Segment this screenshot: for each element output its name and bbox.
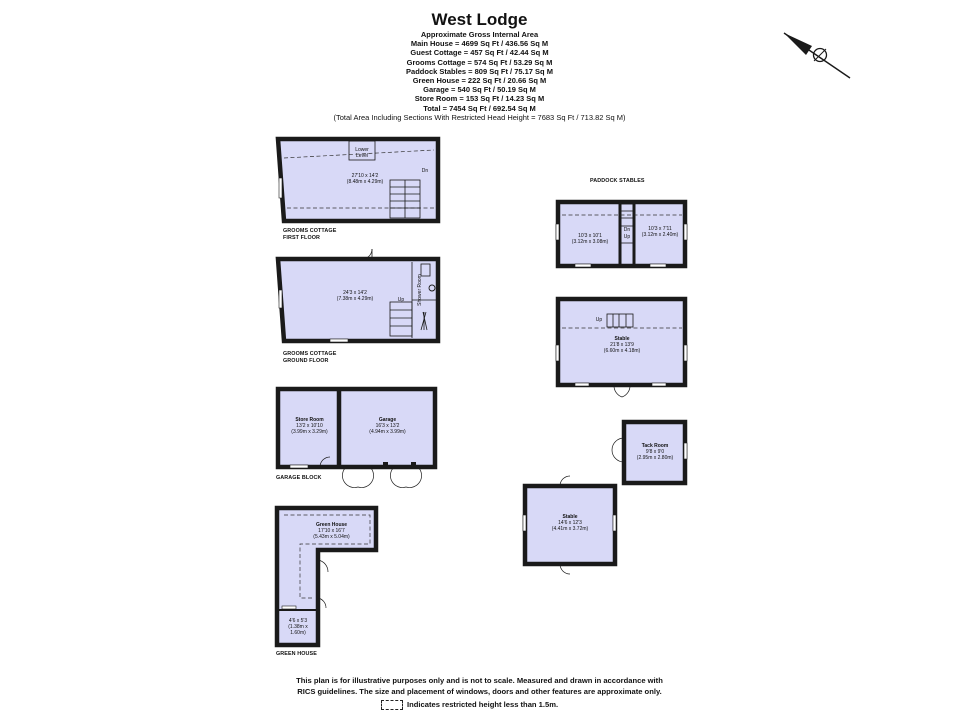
room-shower: Shower Room bbox=[417, 274, 423, 306]
label-line: GROUND FLOOR bbox=[283, 357, 329, 364]
room-stable-large: Stable 21'8 x 13'9 (6.60m x 4.18m) bbox=[592, 336, 652, 355]
room-dims: 4'6 x 5'3 bbox=[288, 618, 308, 624]
area-store-room: Store Room = 153 Sq Ft / 14.23 Sq M bbox=[414, 94, 545, 104]
room-name: Tack Room bbox=[641, 443, 669, 449]
area-total: Total = 7454 Sq Ft / 692.54 Sq M bbox=[423, 103, 536, 113]
stable-large bbox=[555, 296, 688, 398]
room-stable-small: Stable 14'6 x 12'3 (4.41m x 3.72m) bbox=[540, 514, 600, 533]
label-garage-block: GARAGE BLOCK bbox=[276, 475, 322, 481]
room-lower-level: Lower Level bbox=[349, 147, 375, 159]
room-metric: (6.60m x 4.18m) bbox=[603, 348, 641, 355]
label-line: GROOMS COTTAGE bbox=[283, 228, 337, 234]
legend-dashed-box bbox=[381, 700, 403, 710]
room-dims: 17'10 x 16'7 bbox=[318, 528, 345, 535]
room-green-house: Green House 17'10 x 16'7 (5.43m x 5.04m) bbox=[304, 522, 359, 541]
area-grooms-cottage: Grooms Cottage = 574 Sq Ft / 53.29 Sq M bbox=[406, 57, 553, 67]
room-metric: (3.12m x 3.08m) bbox=[571, 239, 609, 246]
area-paddock-stables: Paddock Stables = 809 Sq Ft / 75.17 Sq M bbox=[406, 66, 553, 76]
room-metric: (4.94m x 3.99m) bbox=[369, 429, 406, 436]
stair-down-ps: Dn bbox=[623, 227, 631, 233]
stair-up-stable: Up bbox=[595, 317, 603, 323]
legend-text: Indicates restricted height less than 1.… bbox=[407, 700, 559, 709]
disclaimer: This plan is for illustrative purposes o… bbox=[0, 676, 959, 697]
plan-title: West Lodge bbox=[431, 10, 528, 29]
room-dims: 21'8 x 13'9 bbox=[610, 342, 634, 349]
room-ps-left: 10'3 x 10'1 (3.12m x 3.08m) bbox=[563, 233, 617, 245]
room-metric: (4.41m x 3.72m) bbox=[551, 526, 589, 533]
area-garage: Garage = 540 Sq Ft / 50.19 Sq M bbox=[423, 85, 536, 95]
room-ps-right: 10'3 x 7'11 (3.12m x 2.40m) bbox=[636, 226, 684, 238]
paddock-stables-top bbox=[555, 199, 688, 269]
label-green-house: GREEN HOUSE bbox=[276, 651, 317, 657]
room-store: Store Room 13'2 x 10'10 (3.99m x 3.29m) bbox=[282, 417, 337, 436]
tack-room bbox=[611, 419, 688, 486]
room-tack: Tack Room 9'8 x 9'0 (2.95m x 2.80m) bbox=[628, 443, 682, 462]
room-dims: 13'2 x 10'10 bbox=[296, 423, 323, 430]
label-paddock-stables: PADDOCK STABLES bbox=[590, 178, 645, 184]
room-metric: (3.99m x 3.29m) bbox=[291, 429, 328, 436]
green-house bbox=[274, 505, 379, 648]
room-dims: 10'3 x 10'1 bbox=[578, 233, 602, 239]
room-name: Level bbox=[356, 153, 368, 160]
room-name: Stable bbox=[614, 336, 630, 342]
stair-down: Dn bbox=[421, 168, 429, 174]
room-name: Lower bbox=[355, 147, 369, 153]
label-grooms-ground: GROOMS COTTAGE GROUND FLOOR bbox=[283, 351, 336, 364]
disclaimer-line: RICS guidelines. The size and placement … bbox=[297, 686, 662, 696]
legend: Indicates restricted height less than 1.… bbox=[381, 700, 558, 710]
room-metric: (3.12m x 2.40m) bbox=[641, 232, 679, 239]
room-grooms-ground: 24'3 x 14'2 (7.38m x 4.29m) bbox=[320, 290, 390, 302]
room-name: Green House bbox=[315, 522, 348, 528]
room-dims: 27'10 x 14'2 bbox=[351, 173, 379, 179]
room-metric: (1.38m x 1.60m) bbox=[288, 624, 308, 637]
grooms-cottage-first-floor bbox=[275, 136, 441, 224]
area-main-house: Main House = 4699 Sq Ft / 436.56 Sq M bbox=[410, 39, 549, 49]
room-dims: 9'8 x 9'0 bbox=[645, 449, 665, 456]
disclaimer-line: This plan is for illustrative purposes o… bbox=[296, 676, 663, 685]
room-metric: (2.95m x 2.80m) bbox=[636, 455, 674, 462]
area-green-house: Green House = 222 Sq Ft / 20.66 Sq M bbox=[412, 76, 547, 86]
room-dims: 16'3 x 13'2 bbox=[375, 423, 400, 430]
area-guest-cottage: Guest Cottage = 457 Sq Ft / 42.44 Sq M bbox=[410, 48, 549, 58]
area-subtitle: Approximate Gross Internal Area bbox=[420, 30, 539, 39]
grooms-cottage-ground-floor bbox=[275, 248, 441, 344]
stair-up: Up bbox=[397, 297, 405, 303]
room-metric: (7.38m x 4.29m) bbox=[336, 296, 374, 303]
plan-header: West Lodge Approximate Gross Internal Ar… bbox=[0, 10, 959, 122]
room-metric: (8.48m x 4.29m) bbox=[346, 179, 384, 186]
area-note: (Total Area Including Sections With Rest… bbox=[333, 112, 626, 122]
room-dims: 14'6 x 12'3 bbox=[558, 520, 582, 527]
room-dims: 24'3 x 14'2 bbox=[343, 290, 367, 296]
room-metric: (5.43m x 5.04m) bbox=[313, 534, 350, 541]
label-grooms-first: GROOMS COTTAGE FIRST FLOOR bbox=[283, 228, 336, 241]
room-garage: Garage 16'3 x 13'2 (4.94m x 3.99m) bbox=[355, 417, 420, 436]
garage-block bbox=[275, 386, 438, 488]
label-line: GROOMS COTTAGE bbox=[283, 351, 337, 357]
room-name: Stable bbox=[562, 514, 578, 520]
compass-icon bbox=[783, 32, 851, 79]
room-grooms-first: 27'10 x 14'2 (8.48m x 4.29m) bbox=[330, 173, 400, 185]
stair-up-ps: Up bbox=[623, 234, 631, 240]
room-name: Store Room bbox=[295, 417, 324, 423]
label-line: FIRST FLOOR bbox=[283, 234, 321, 241]
room-name: Garage bbox=[378, 417, 397, 423]
stable-small bbox=[522, 475, 618, 575]
room-dims: 10'3 x 7'11 bbox=[648, 226, 672, 232]
room-gh-small: 4'6 x 5'3 (1.38m x 1.60m) bbox=[280, 618, 316, 637]
